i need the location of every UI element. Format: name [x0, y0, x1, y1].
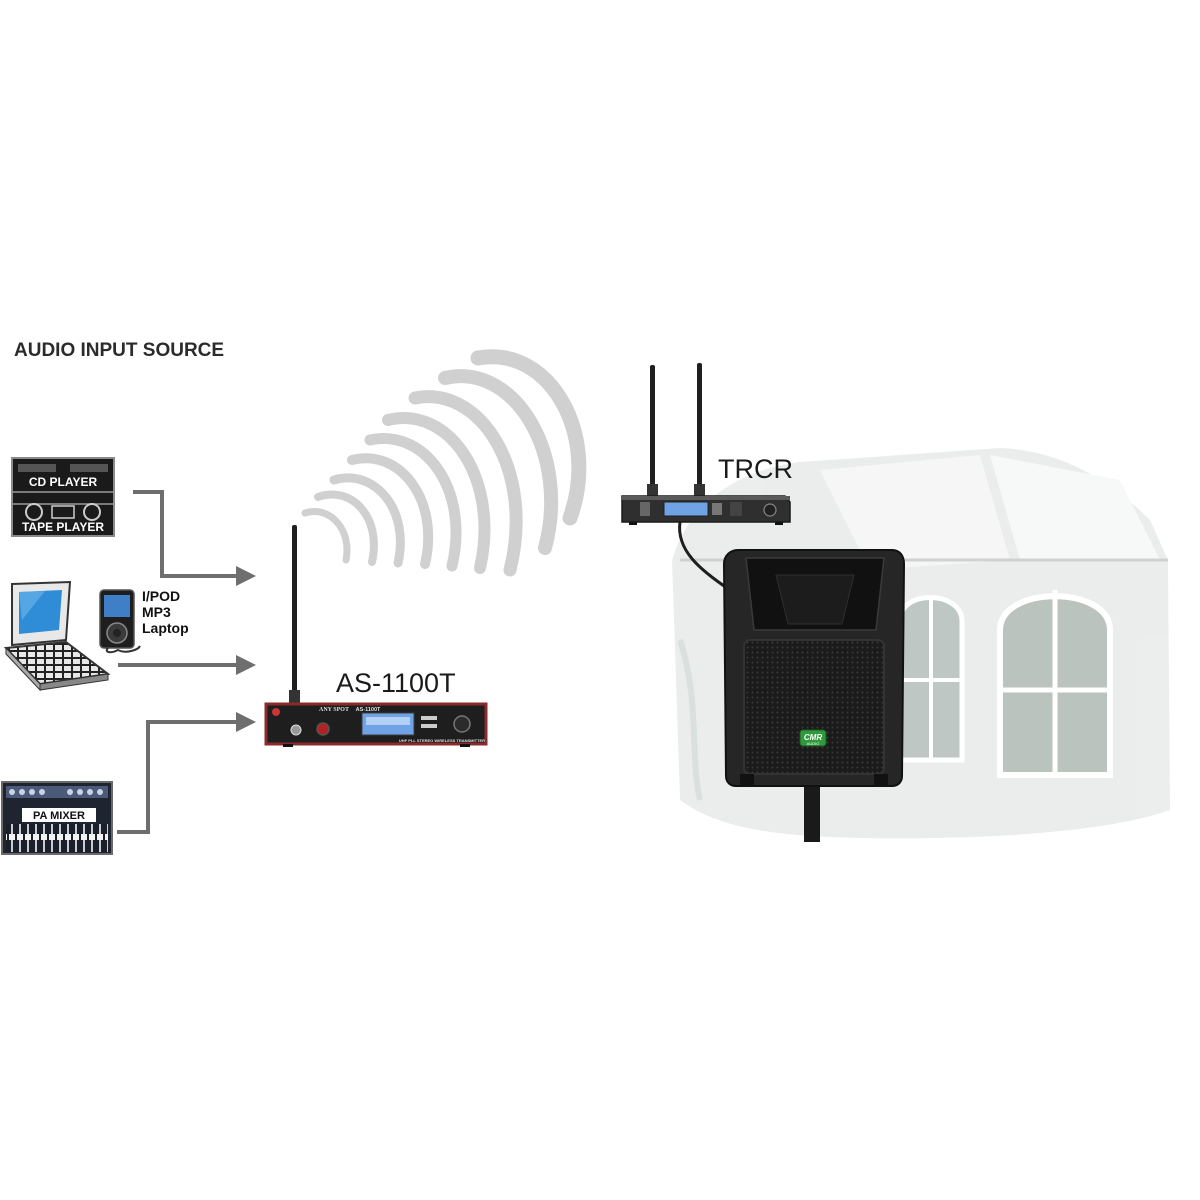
transmitter-icon: ANY SPOT AS-1100T UHF PLL STEREO WIRELES… — [264, 525, 488, 747]
portable-sources-label: I/POD MP3 Laptop — [142, 588, 189, 636]
connector-lines — [117, 490, 256, 834]
transmitter-caption-text: UHF PLL STEREO WIRELESS TRANSMITTER — [399, 738, 485, 743]
portable-source-line: MP3 — [142, 604, 171, 620]
receiver-label: TRCR — [718, 454, 793, 484]
mixer-connector — [117, 712, 256, 834]
speaker-badge-text: CMR — [804, 733, 822, 742]
portable-source-line: I/POD — [142, 588, 181, 604]
mp3-player-icon — [99, 589, 141, 654]
speaker-icon: CMR AUDIO — [722, 549, 906, 842]
wireless-signal-waves — [301, 349, 587, 577]
transmitter-model-text: AS-1100T — [356, 707, 381, 713]
laptop-icon — [3, 580, 111, 692]
diagram-heading: AUDIO INPUT SOURCE — [14, 340, 225, 361]
receiver-icon — [621, 363, 791, 592]
cd-tape-connector — [133, 490, 256, 586]
cd-player-label: CD PLAYER — [29, 475, 98, 489]
portable-source-line: Laptop — [142, 620, 189, 636]
pa-mixer-label: PA MIXER — [33, 810, 85, 822]
transmitter-label: AS-1100T — [336, 668, 456, 698]
tape-player-label: TAPE PLAYER — [22, 520, 104, 534]
cd-tape-player-icon: CD PLAYER TAPE PLAYER — [11, 457, 115, 537]
pa-mixer-icon: PA MIXER — [1, 781, 113, 855]
speaker-badge-sub-text: AUDIO — [807, 741, 820, 746]
transmitter-brand-text: ANY SPOT — [319, 707, 349, 713]
